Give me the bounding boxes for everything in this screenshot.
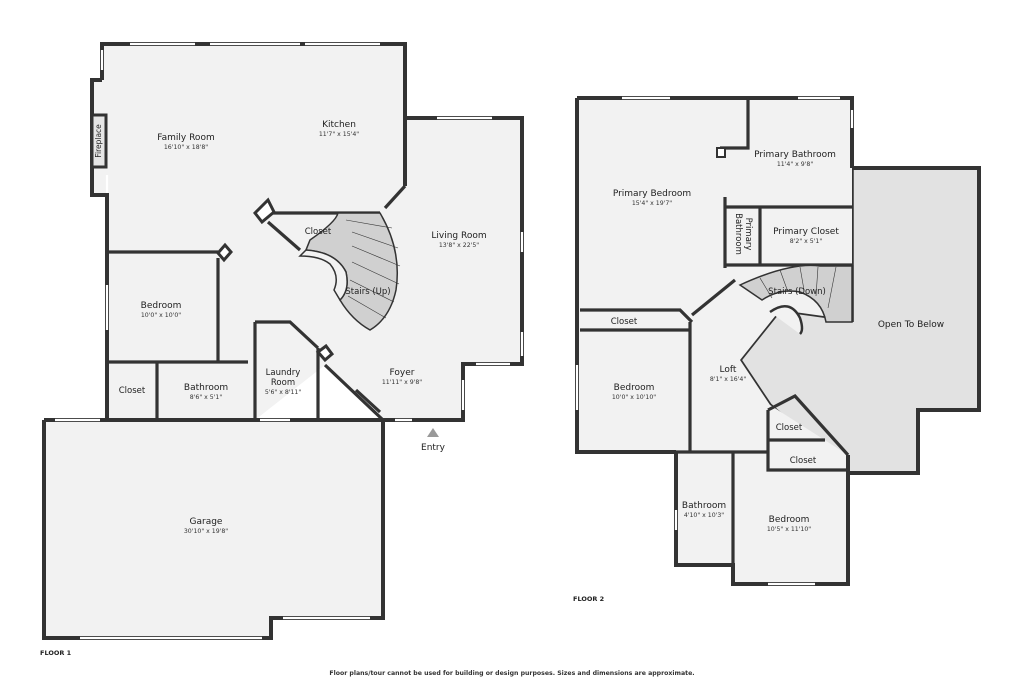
closet-bottom-name: Closet xyxy=(790,456,817,466)
garage-name: Garage xyxy=(190,517,223,527)
stair-treads xyxy=(345,219,401,319)
floor-2-south-wall xyxy=(674,452,850,586)
living-room-dims: 13'8" x 22'5" xyxy=(439,242,479,249)
garage-fill xyxy=(44,420,383,638)
floor-2-west-wall xyxy=(575,98,676,454)
fireplace-label: Fireplace xyxy=(94,124,103,158)
kitchen-name: Kitchen xyxy=(322,120,356,130)
foyer-name: Foyer xyxy=(390,368,415,378)
garage-wall xyxy=(42,418,385,640)
closet-diagonal-wall xyxy=(266,220,302,252)
primary-bedroom-dims: 15'4" x 19'7" xyxy=(632,200,672,207)
primary-closet-name: Primary Closet xyxy=(773,227,839,237)
closet-small-name: Closet xyxy=(119,386,146,396)
kitchen-living-partition xyxy=(383,184,407,210)
stair-treads xyxy=(759,266,837,309)
stair-inner xyxy=(298,249,348,302)
primary-bathroom-small-line1: Primary xyxy=(743,218,753,251)
foyer-dims: 11'11" x 9'8" xyxy=(382,379,422,386)
bathroom-2-name: Bathroom xyxy=(682,501,726,511)
bedroom-left-name: Bedroom xyxy=(614,383,655,393)
bathroom-dims: 8'6" x 5'1" xyxy=(190,394,223,401)
family-room-name: Family Room xyxy=(157,133,214,143)
bathroom-name: Bathroom xyxy=(184,383,228,393)
bedroom-dims: 10'0" x 10'0" xyxy=(141,312,181,319)
laundry-top-wall xyxy=(255,320,320,350)
column xyxy=(315,343,335,363)
primary-bathroom-dims: 11'4" x 9'8" xyxy=(777,161,814,168)
stairs-up-name: Stairs (Up) xyxy=(345,287,390,297)
entry-arrow-icon xyxy=(427,428,439,437)
loft-left-diag xyxy=(580,308,694,324)
kitchen-dims: 11'7" x 15'4" xyxy=(319,131,359,138)
foyer-diag-wall xyxy=(323,363,385,422)
open-below-border xyxy=(848,166,981,475)
bedroom-right-name: Bedroom xyxy=(769,515,810,525)
laundry-name-line1: Laundry xyxy=(266,368,301,378)
stairs-down-shape xyxy=(738,264,853,323)
primary-bath-wall xyxy=(720,98,750,150)
floor-2: Primary Bedroom 15'4" x 19'7" Primary Ba… xyxy=(573,96,981,603)
floor-1-label: FLOOR 1 xyxy=(40,649,72,657)
primary-bedroom-name: Primary Bedroom xyxy=(613,189,691,199)
entry-label: Entry xyxy=(421,443,446,453)
family-room-dims: 16'10" x 18'8" xyxy=(164,144,208,151)
garage-dims: 30'10" x 19'8" xyxy=(184,528,228,535)
column xyxy=(253,197,276,225)
primary-closet-dims: 8'2" x 5'1" xyxy=(790,238,823,245)
open-to-below-name: Open To Below xyxy=(878,320,944,330)
loft-dims: 8'1" x 16'4" xyxy=(710,376,747,383)
stairs-down-name: Stairs (Down) xyxy=(768,287,826,297)
column xyxy=(216,242,233,263)
diag-closet-top xyxy=(767,394,850,457)
floor-1: Fireplace xyxy=(40,42,524,657)
closet-diag-name: Closet xyxy=(776,423,803,433)
disclaimer: Floor plans/tour cannot be used for buil… xyxy=(329,670,694,677)
laundry-dims: 5'6" x 8'11" xyxy=(265,389,302,396)
column xyxy=(716,147,726,158)
bathroom-2-dims: 4'10" x 10'3" xyxy=(684,512,724,519)
stair-landing xyxy=(769,305,804,335)
loft-name: Loft xyxy=(720,365,737,375)
closet-main-name: Closet xyxy=(305,227,332,237)
primary-bathroom-small-line2: Bathroom xyxy=(733,213,743,255)
floor-2-label: FLOOR 2 xyxy=(573,595,604,603)
primary-bathroom-name: Primary Bathroom xyxy=(754,150,836,160)
closet-top-name: Closet xyxy=(611,317,638,327)
living-room-name: Living Room xyxy=(431,231,486,241)
bedroom-right-dims: 10'5" x 11'10" xyxy=(767,526,811,533)
fireplace-box xyxy=(90,113,108,169)
foyer-diag-wall-2 xyxy=(354,388,382,414)
bedroom-left-dims: 10'0" x 10'10" xyxy=(612,394,656,401)
bedroom-name: Bedroom xyxy=(141,301,182,311)
floor-1-upper-fill xyxy=(92,44,522,420)
loft-diagonal-wall xyxy=(690,278,737,317)
floor-2-fill xyxy=(577,98,852,584)
diag-closet-wall xyxy=(766,410,848,472)
laundry-name-line2: Room xyxy=(271,378,295,388)
